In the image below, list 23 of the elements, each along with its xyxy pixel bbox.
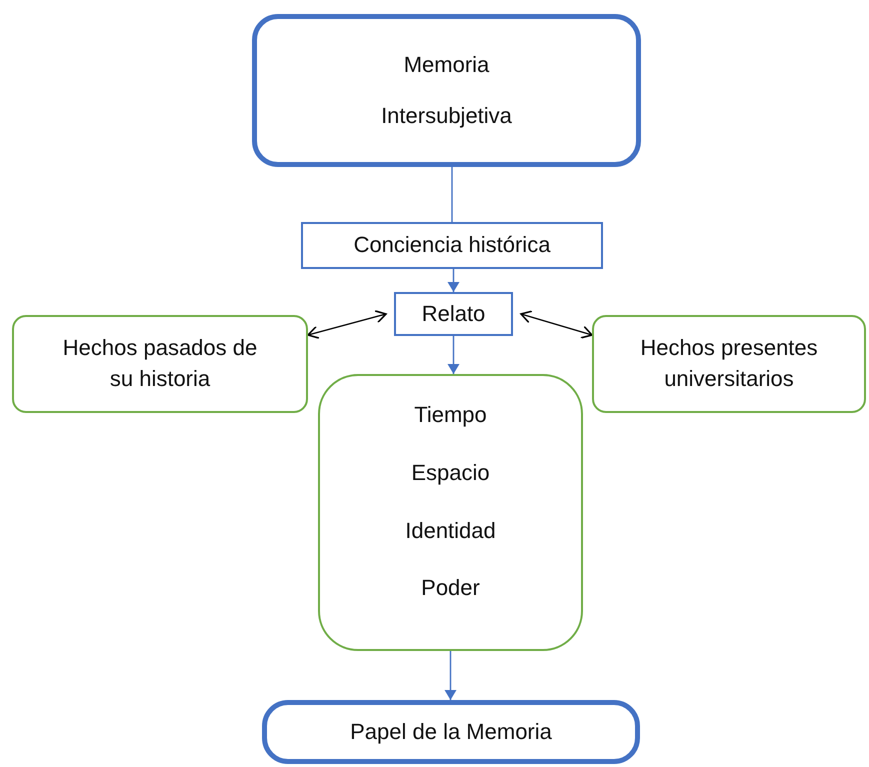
node-text: Papel de la Memoria [350,718,552,746]
node-text: Intersubjetiva [381,102,512,130]
arrow [448,269,460,292]
node-text: Memoria [404,50,490,79]
arrow [520,310,593,339]
rounded-box [252,14,641,167]
node-text: Hechos pasados de su historia [62,334,258,393]
process-box [394,292,513,336]
rounded-box [262,700,640,764]
arrow [448,336,460,374]
process-box [301,222,603,269]
node-text: Relato [422,300,486,328]
node-text: Tiempo [414,401,487,429]
node-text: Conciencia histórica [354,231,550,260]
node-text: Hechos presentes universitarios [639,334,819,393]
rounded-box [12,315,308,413]
node-text: Identidad [405,516,496,545]
rounded-box [318,374,583,651]
rounded-box [592,315,866,413]
node-text: Espacio [411,458,490,487]
arrow [307,310,387,339]
arrow [444,651,456,700]
node-text: Poder [421,574,480,602]
